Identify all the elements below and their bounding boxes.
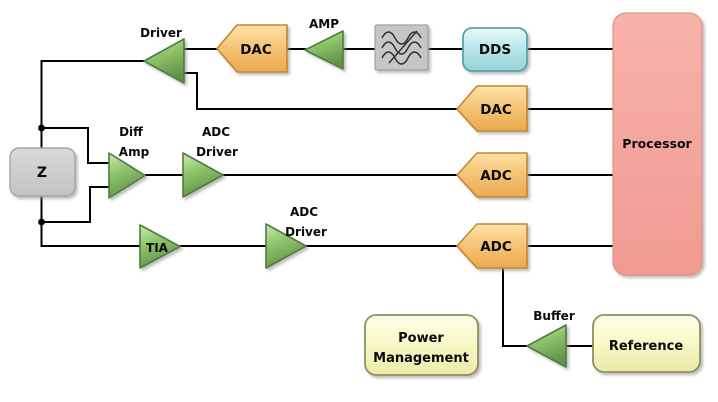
- adc-b-block: [456, 223, 528, 269]
- adc-driver-b-label-line2: Driver: [285, 225, 327, 239]
- driver-amplifier-triangle: [143, 38, 185, 84]
- dds-label: DDS: [479, 42, 511, 58]
- junction-dot-top: [38, 124, 45, 132]
- adc-driver-a-label-line1: ADC: [202, 125, 230, 139]
- dac-tx-label: DAC: [240, 42, 272, 58]
- wire-z-bottom-to-diffamp-input2: [41, 186, 110, 223]
- filter-wave-icon: [381, 30, 422, 65]
- tia-label: TIA: [146, 241, 169, 255]
- adc-driver-a-label-line2: Driver: [196, 145, 238, 159]
- junction-layer: [38, 124, 45, 226]
- adc-a-label: ADC: [480, 168, 512, 184]
- filter-block: [374, 24, 429, 71]
- impedance-z-label: Z: [37, 165, 47, 181]
- wire-buffer-to-adc-b: [502, 268, 528, 347]
- diff-amp-label-line1: Diff: [119, 125, 143, 139]
- buffer-triangle: [526, 324, 567, 368]
- dac-rx-label: DAC: [480, 102, 512, 118]
- junction-dot-bottom: [38, 218, 45, 226]
- label-layer: Driver DAC AMP DDS Processor DAC Diff Am…: [37, 17, 693, 366]
- wire-layer: [40, 48, 614, 347]
- wire-dac-rx-to-driver-bias: [183, 72, 458, 110]
- dac-tx-block: [216, 24, 288, 73]
- adc-driver-a-triangle: [182, 152, 224, 198]
- power-label-line2: Management: [373, 351, 469, 366]
- amp-triangle: [304, 30, 344, 70]
- diff-amp-label-line2: Amp: [119, 145, 150, 159]
- driver-label: Driver: [140, 26, 182, 40]
- tia-triangle: [139, 224, 181, 269]
- adc-b-label: ADC: [480, 239, 512, 255]
- processor-block: [612, 12, 703, 276]
- buffer-label: Buffer: [533, 309, 575, 323]
- reference-block: [592, 314, 701, 373]
- adc-driver-b-triangle: [265, 223, 307, 269]
- power-label-line1: Power: [398, 331, 444, 346]
- dac-rx-block: [456, 85, 528, 132]
- impedance-z-block: [9, 147, 76, 197]
- processor-label: Processor: [622, 136, 692, 151]
- dds-block: [462, 27, 528, 72]
- wire-z-node-to-tia: [40, 222, 180, 247]
- filter-box: [374, 24, 429, 71]
- reference-label: Reference: [609, 339, 683, 354]
- diff-amp-triangle: [108, 152, 146, 199]
- adc-a-block: [456, 152, 528, 198]
- wire-z-top-to-diffamp-input1: [41, 127, 110, 164]
- amp-label: AMP: [309, 17, 339, 31]
- power-management-block: [364, 314, 479, 376]
- wire-driver-output-to-z-node: [40, 60, 144, 128]
- adc-driver-b-label-line1: ADC: [290, 205, 318, 219]
